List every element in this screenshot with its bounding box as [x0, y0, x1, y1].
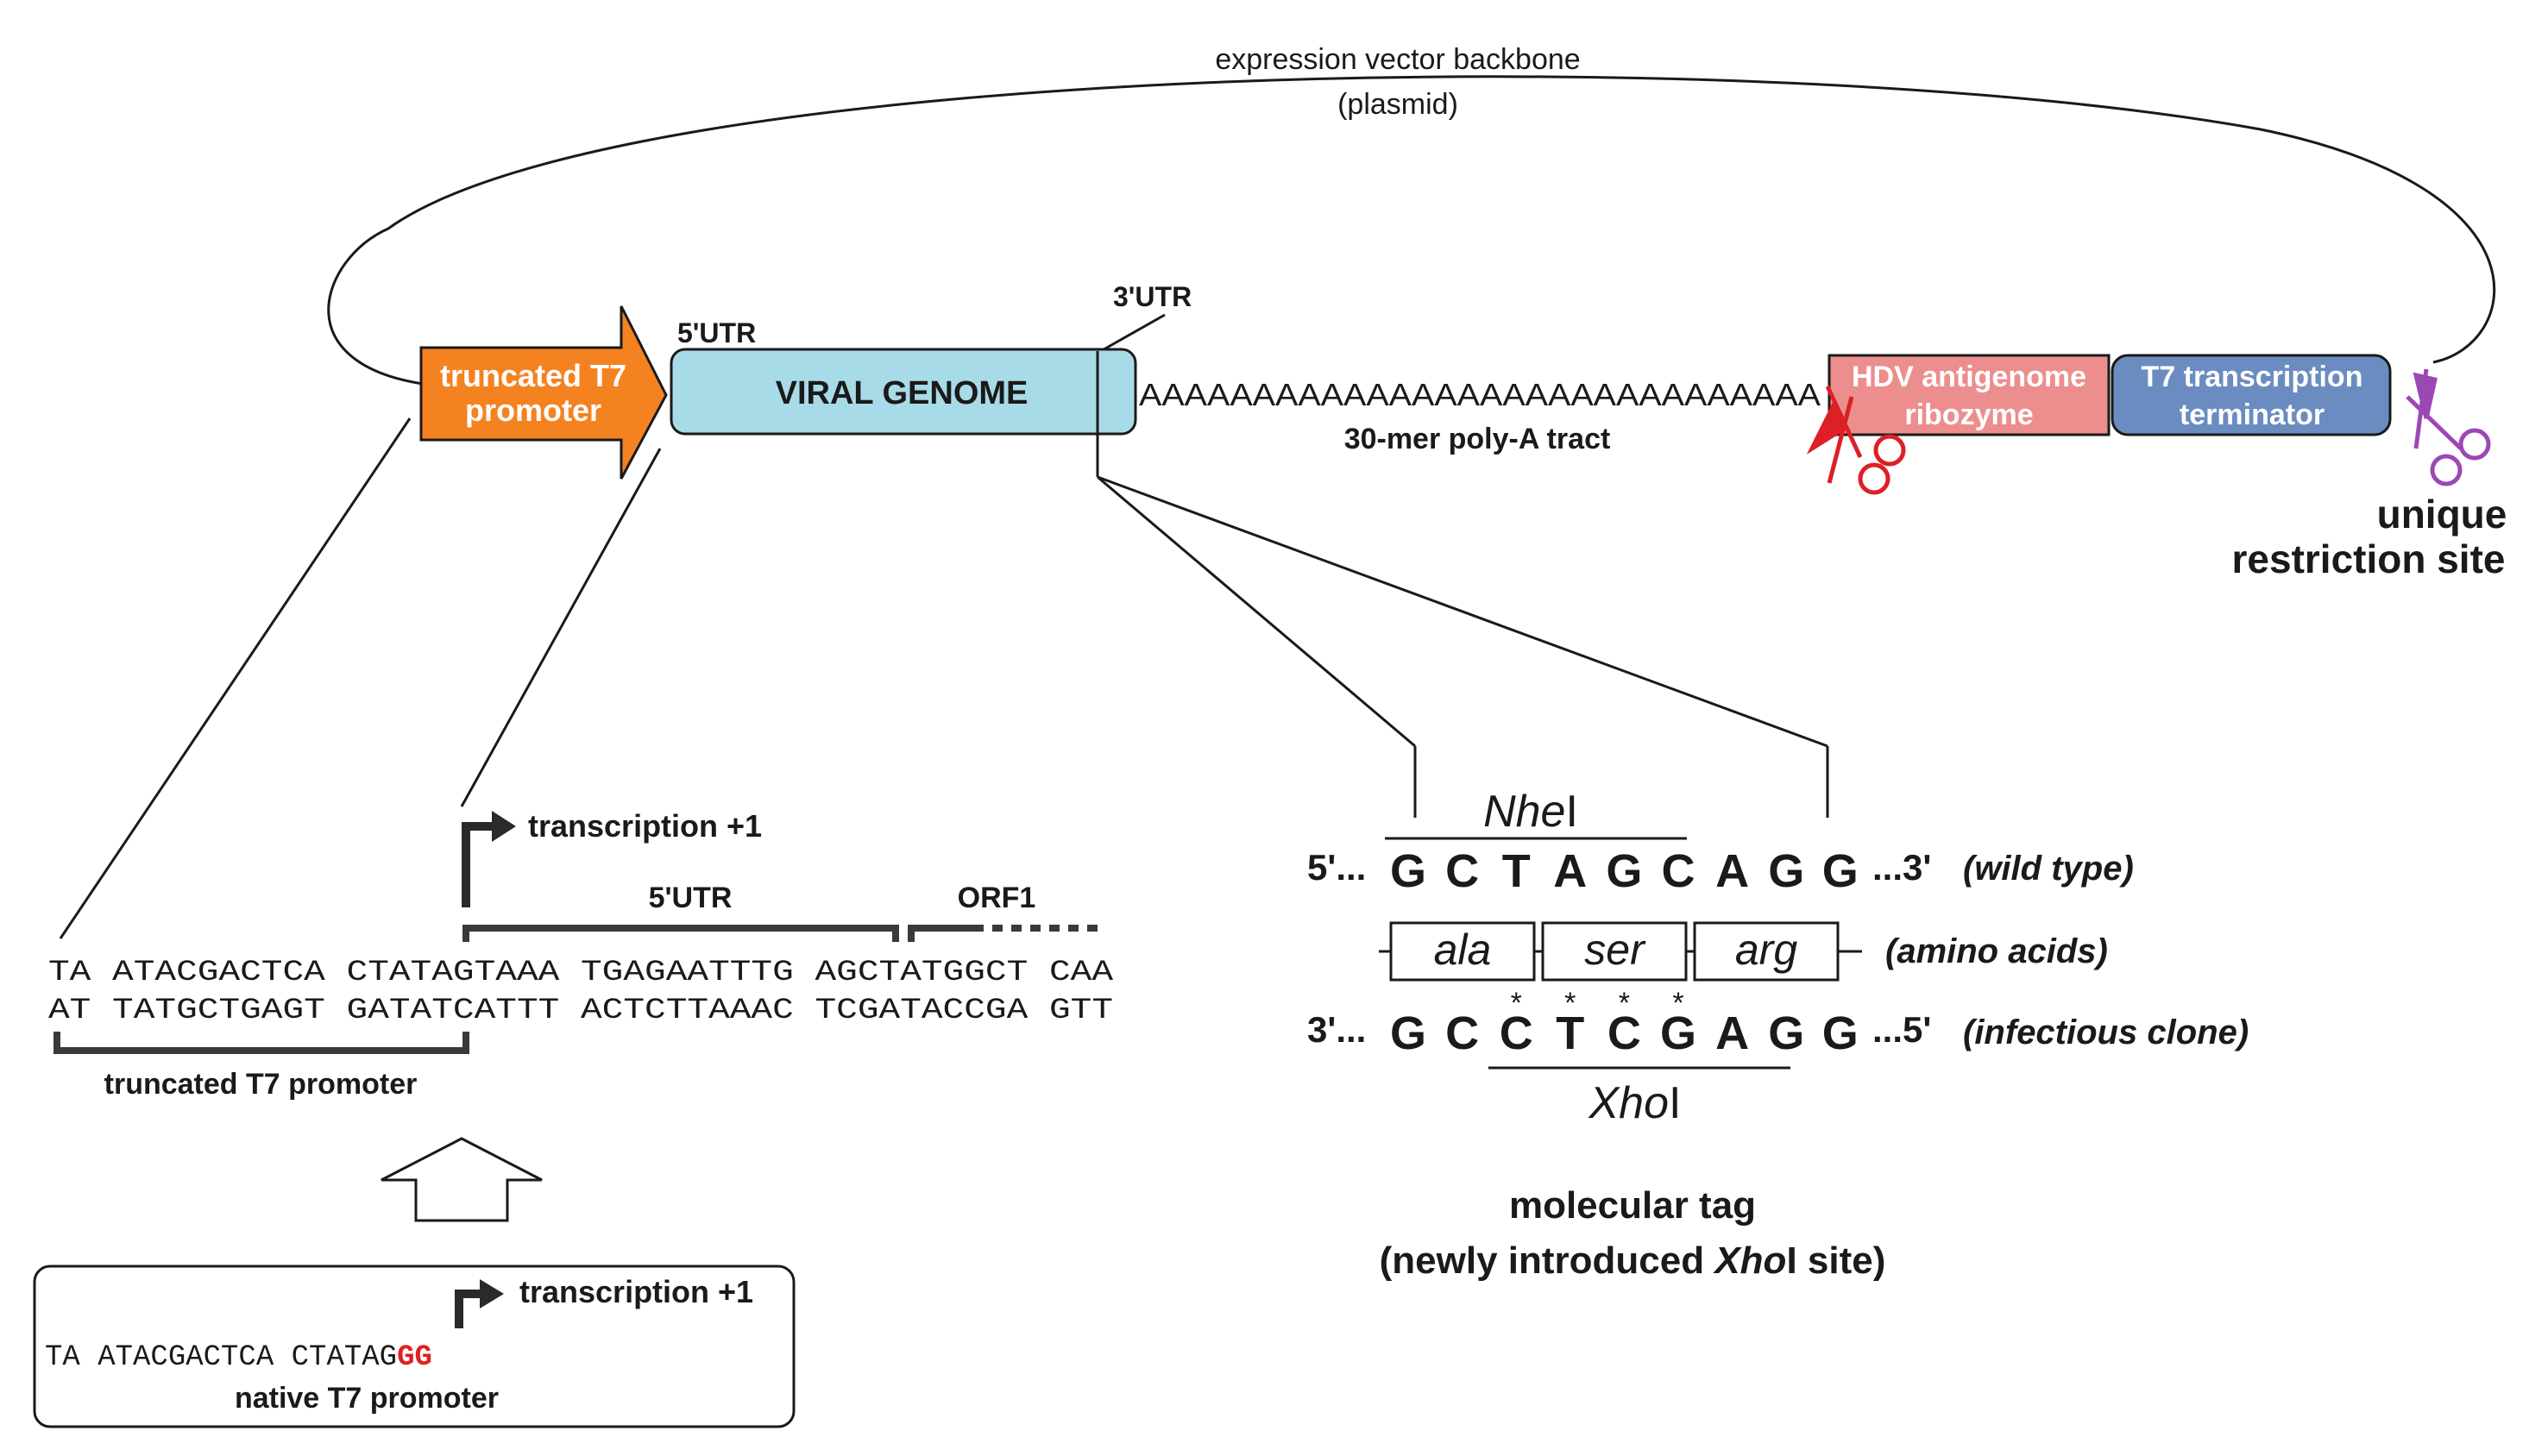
wt-5prime: 5'... — [1307, 847, 1366, 888]
viral-genome-box — [670, 348, 1137, 436]
wt-base: G — [1822, 845, 1859, 897]
promoter-detail-label: truncated T7 promoter — [104, 1068, 418, 1101]
ic-base: G — [1390, 1007, 1426, 1059]
aa-label: arg — [1735, 926, 1797, 974]
wt-base: A — [1553, 845, 1587, 897]
ic-5prime: ...5' — [1872, 1009, 1931, 1050]
scissors-red-icon — [1806, 385, 1906, 495]
aa-box — [1693, 921, 1840, 982]
restriction-label-line2: restriction site — [2232, 537, 2506, 581]
transcription-start-label: transcription +1 — [528, 808, 762, 844]
up-arrow-icon — [381, 1137, 543, 1222]
tag-zoom-line-left — [1097, 475, 1416, 748]
nhe-name: Nhe — [1483, 787, 1565, 837]
zoom-line-left — [59, 417, 412, 939]
polyA-label: 30-mer poly-A tract — [1344, 423, 1611, 455]
native-transcription-arrowhead — [480, 1279, 504, 1309]
mutation-star: * — [1672, 987, 1683, 1020]
ic-note: (infectious clone) — [1963, 1014, 2249, 1051]
ic-base: G — [1660, 1007, 1696, 1059]
scissors-purple-icon — [2406, 368, 2491, 486]
sequence-top-strand: TA ATACGACTCA CTATAGTAAA TGAGAATTTG AGCT… — [48, 957, 1114, 989]
sequence-bottom-strand: AT TATGCTGAGT GATATCATTT ACTCTTAAAC TCGA… — [48, 995, 1113, 1027]
orf1-bracket — [908, 925, 984, 942]
tag-caption-line1: molecular tag — [1509, 1184, 1756, 1227]
native-sequence-black: TA ATACGACTCA CTATAG — [45, 1341, 397, 1374]
terminator-label-line1: T7 transcription — [2142, 361, 2363, 393]
transcription-start-arrowhead — [492, 811, 516, 842]
tag-zoom-line-right — [1097, 475, 1828, 748]
mutation-star: * — [1619, 987, 1630, 1020]
promoter-arrow — [419, 305, 668, 480]
viral-genome-label: VIRAL GENOME — [776, 375, 1029, 411]
ic-3prime: 3'... — [1307, 1009, 1366, 1050]
utr5-bracket — [462, 925, 899, 942]
ribozyme-label-line2: ribozyme — [1904, 399, 2033, 431]
aa-note: (amino acids) — [1885, 932, 2108, 970]
mutation-star: * — [1511, 987, 1522, 1020]
aa-label: ala — [1434, 926, 1492, 974]
xho-suffix: I — [1669, 1078, 1681, 1128]
ic-base: C — [1500, 1007, 1533, 1059]
tag-caption-line2: (newly introduced XhoI site) — [1380, 1239, 1886, 1282]
wt-base: T — [1502, 845, 1531, 897]
ribozyme-label-line1: HDV antigenome — [1852, 361, 2086, 393]
ic-base: T — [1556, 1007, 1584, 1059]
plasmid-backbone — [327, 75, 2496, 386]
native-transcription-arrow — [455, 1290, 483, 1328]
wt-base: C — [1445, 845, 1479, 897]
ribozyme-box — [1828, 354, 2111, 436]
ic-base: C — [1607, 1007, 1641, 1059]
terminator-box — [2111, 354, 2392, 436]
promoter-bracket — [53, 1032, 469, 1054]
wt-base: G — [1606, 845, 1642, 897]
aa-box — [1541, 921, 1688, 982]
mutation-star: * — [1564, 987, 1576, 1020]
terminator-label-line2: terminator — [2180, 399, 2325, 431]
native-promoter-label: native T7 promoter — [235, 1382, 499, 1415]
ic-base: A — [1715, 1007, 1749, 1059]
wt-3prime: ...3' — [1872, 847, 1931, 888]
orf1-label: ORF1 — [958, 882, 1036, 914]
polyA-sequence: AAAAAAAAAAAAAAAAAAAAAAAAAAAAAA — [1139, 377, 1821, 412]
aa-box — [1389, 921, 1536, 982]
wt-base: C — [1662, 845, 1695, 897]
plasmid-title: expression vector backbone — [1215, 43, 1580, 76]
native-sequence: TA ATACGACTCA CTATAGGG — [45, 1341, 432, 1374]
native-transcription-label: transcription +1 — [519, 1274, 753, 1309]
nhe-suffix: I — [1565, 787, 1577, 837]
amino-acid-row: ala ser arg — [1379, 921, 1862, 982]
native-promoter-box — [33, 1265, 796, 1428]
ic-base: G — [1768, 1007, 1804, 1059]
restriction-label-line1: unique — [2377, 492, 2507, 537]
native-sequence-gg: GG — [397, 1341, 432, 1374]
tag-caption-post: I site) — [1786, 1239, 1885, 1282]
plasmid-subtitle: (plasmid) — [1337, 88, 1458, 121]
wt-base: G — [1768, 845, 1804, 897]
wt-note: (wild type) — [1963, 850, 2134, 888]
tag-caption-italic: Xho — [1712, 1239, 1786, 1282]
aa-label: ser — [1584, 926, 1646, 974]
utr3-label: 3'UTR — [1113, 281, 1192, 312]
promoter-label-line2: promoter — [465, 392, 601, 428]
utr3-pointer — [1098, 313, 1166, 354]
promoter-label-line1: truncated T7 — [440, 358, 626, 393]
zoom-line-right — [460, 448, 662, 807]
wt-base: G — [1390, 845, 1426, 897]
nhe-label: NheI — [1483, 787, 1578, 837]
utr5-label: 5'UTR — [677, 317, 756, 348]
xho-label: XhoI — [1588, 1078, 1682, 1128]
ic-base: G — [1822, 1007, 1859, 1059]
ic-base: C — [1445, 1007, 1479, 1059]
wt-base: A — [1715, 845, 1749, 897]
detail-utr5-label: 5'UTR — [649, 882, 733, 914]
xho-name: Xho — [1588, 1078, 1670, 1128]
transcription-start-arrow — [462, 822, 496, 907]
tag-caption-pre: (newly introduced — [1380, 1239, 1715, 1282]
